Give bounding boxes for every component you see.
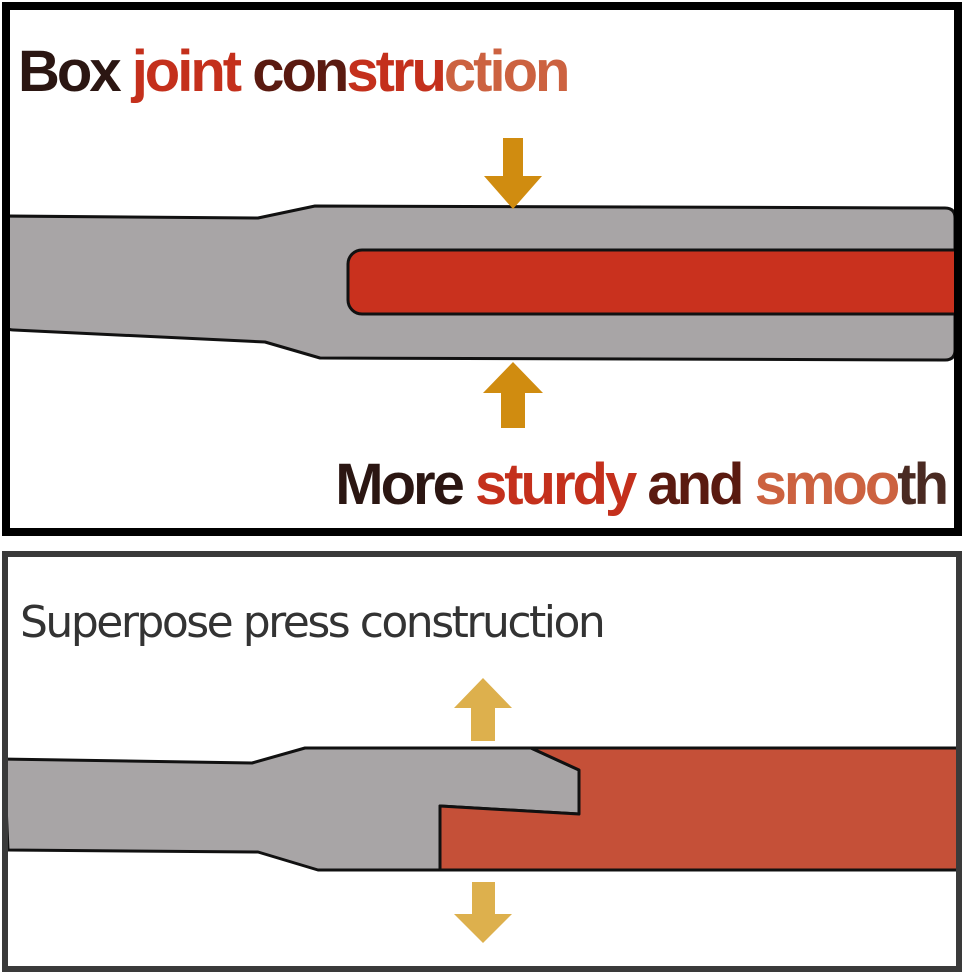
box-joint-title: Box joint construction [18,43,570,101]
superpose-press-diagram [8,678,956,943]
caption-segment: smoo [754,452,901,517]
caption-segment: th [897,452,949,517]
box-joint-diagram [10,138,954,428]
up-arrow-icon [483,362,543,428]
caption-segment: and [634,452,755,517]
superpose-press-panel: Superpose press construction [2,551,962,972]
title-segment: ction [443,39,571,104]
caption-segment: sturdy [474,452,637,517]
title-segment: joint [131,39,242,104]
down-arrow-icon [484,138,542,209]
box-joint-panel: Box joint construction More sturdy and s… [2,2,962,536]
sturdy-smooth-caption: More sturdy and smooth [335,456,949,514]
superpose-press-title: Superpose press construction [20,597,606,648]
overlapping-blade [438,746,956,872]
up-arrow-icon [454,678,512,741]
inserted-blade [346,248,954,316]
title-segment: Box [18,39,132,104]
down-arrow-icon [454,882,512,943]
caption-segment: More [335,452,475,517]
title-segment: stru [346,39,447,104]
title-segment: con [239,39,349,104]
